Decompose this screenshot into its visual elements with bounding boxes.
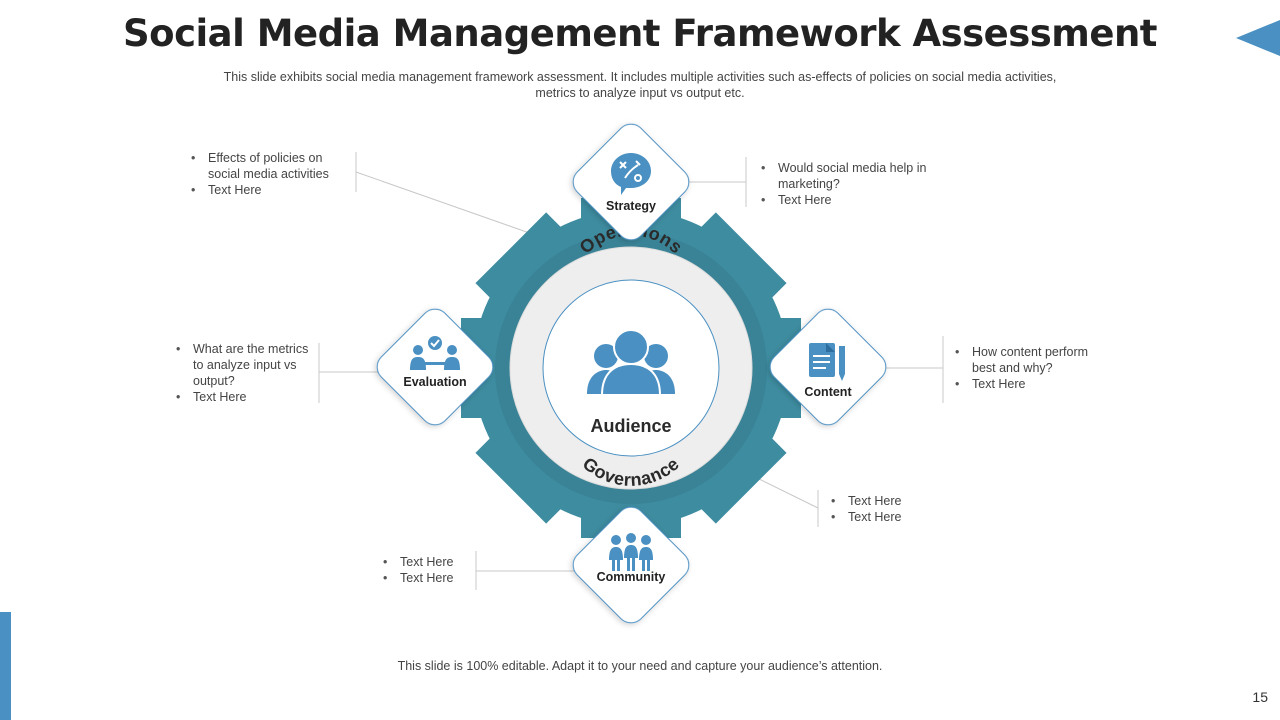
strategy-chat-icon: [611, 153, 651, 195]
slide-title: Social Media Management Framework Assess…: [123, 12, 1157, 55]
callout-top-left: Effects of policies on social media acti…: [188, 150, 353, 198]
diamond-evaluation: [376, 308, 494, 426]
node-label-content: Content: [804, 385, 852, 399]
corner-arrow-icon: [1236, 20, 1280, 56]
callout-item: How content perform best and why?: [952, 344, 1112, 376]
callout-item: Text Here: [828, 509, 968, 525]
community-people-icon: [609, 533, 653, 571]
node-label-evaluation: Evaluation: [403, 375, 467, 389]
callout-bottom-right: Text Here Text Here: [828, 493, 968, 525]
callout-item: Text Here: [758, 192, 933, 208]
slide-subtitle: This slide exhibits social media managem…: [223, 70, 1057, 100]
document-pen-icon: [809, 343, 845, 381]
callout-left: What are the metrics to analyze input vs…: [173, 341, 318, 405]
callout-top-right: Would social media help in marketing? Te…: [758, 160, 933, 208]
callout-item: Text Here: [173, 389, 318, 405]
callout-item: Would social media help in marketing?: [758, 160, 933, 192]
center-audience-label: Audience: [590, 416, 672, 436]
callout-item: Text Here: [188, 182, 353, 198]
left-accent-bar: [0, 612, 11, 720]
callout-bottom-left: Text Here Text Here: [380, 554, 475, 586]
callout-item: Text Here: [380, 554, 475, 570]
node-label-strategy: Strategy: [605, 199, 657, 213]
callout-item: Effects of policies on social media acti…: [188, 150, 353, 182]
diamond-community: [572, 506, 690, 624]
callout-item: Text Here: [380, 570, 475, 586]
evaluation-meeting-icon: [410, 336, 460, 370]
callout-right: How content perform best and why? Text H…: [952, 344, 1112, 392]
node-label-community: Community: [596, 570, 666, 584]
page-number: 15: [1252, 689, 1268, 705]
slide-footer: This slide is 100% editable. Adapt it to…: [397, 659, 883, 673]
group-people-icon: [587, 329, 675, 396]
callout-item: Text Here: [952, 376, 1112, 392]
callout-item: What are the metrics to analyze input vs…: [173, 341, 318, 389]
callout-item: Text Here: [828, 493, 968, 509]
